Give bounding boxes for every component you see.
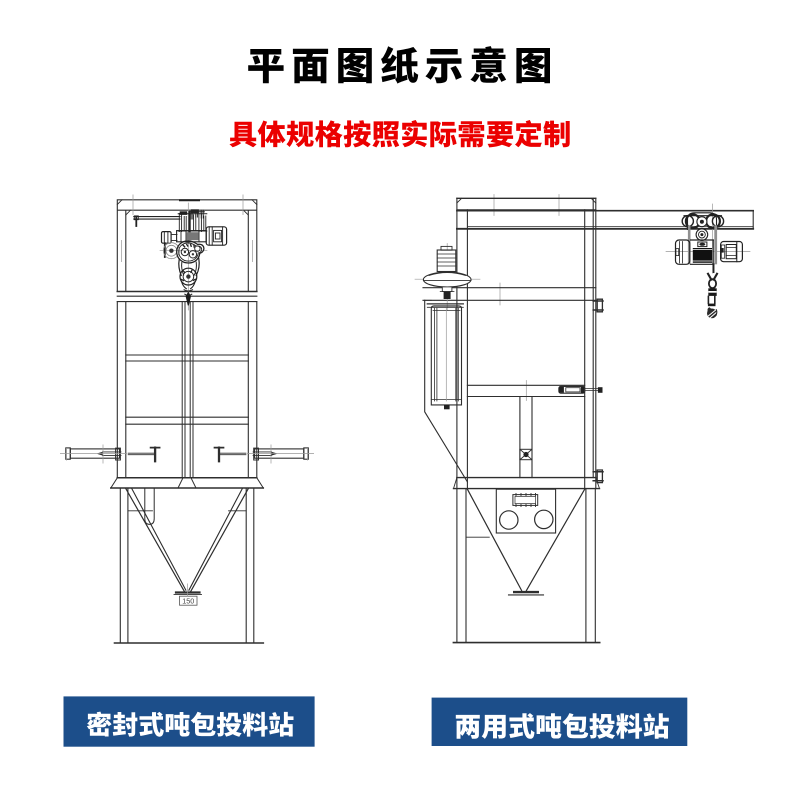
svg-text:150: 150 (182, 596, 194, 605)
